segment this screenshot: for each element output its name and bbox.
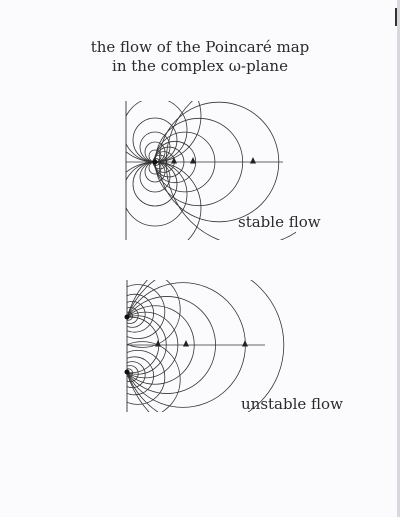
title-line-1: the flow of the Poincaré map (90, 38, 310, 56)
apollonian-circle-upper-1 (127, 307, 139, 324)
apollonian-circle-lower-2 (127, 361, 146, 388)
apollonian-circle-lower-3 (127, 356, 154, 396)
page-edge (397, 0, 400, 517)
apollonian-circle-upper-3 (127, 293, 154, 333)
fixed-point-lower (124, 369, 130, 375)
apollonian-circle-lower-1 (127, 365, 139, 382)
fixed-point (152, 159, 158, 165)
apollonian-circle-upper-5 (127, 280, 181, 348)
flow-arrow-2 (183, 340, 189, 347)
flow-arrow-1 (155, 340, 161, 347)
apollonian-circle-upper-0 (127, 311, 133, 321)
apollonian-circle-lower-5 (127, 341, 181, 412)
stable-flow-label: stable flow (238, 213, 321, 231)
flow-arrow-2 (190, 157, 196, 164)
apollonian-circle-lower-0 (127, 368, 133, 378)
fixed-point-upper (124, 314, 130, 320)
flow-arrow-1 (171, 157, 177, 164)
apollonian-circle-upper-4 (127, 284, 166, 339)
unstable-flow-label: unstable flow (241, 395, 343, 413)
apollonian-circle-lower-4 (127, 350, 166, 405)
flow-arrow-3 (250, 157, 256, 164)
flow-arrow-3 (242, 340, 248, 347)
title-line-2: in the complex ω-plane (112, 57, 288, 75)
apollonian-circle-upper-2 (127, 301, 146, 328)
flow-circle-6 (127, 280, 285, 412)
page-edge-mark (395, 8, 397, 26)
